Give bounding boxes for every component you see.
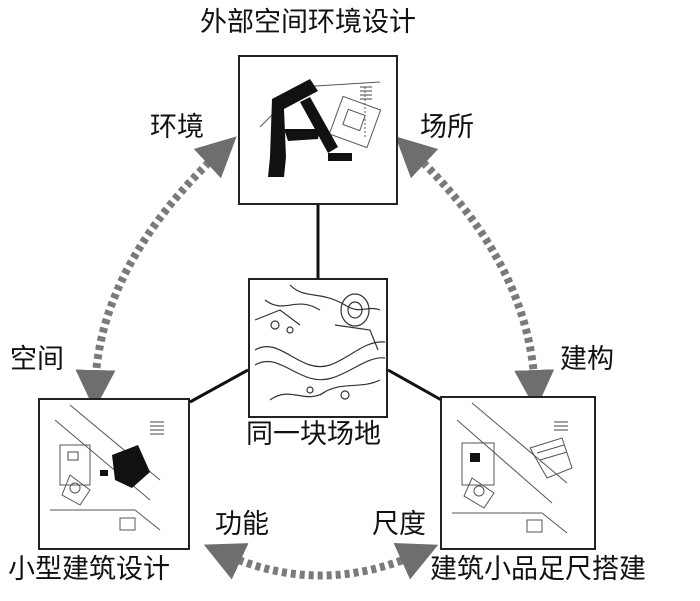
title-top: 外部空间环境设计 <box>200 7 416 38</box>
node-top-image <box>238 55 398 205</box>
node-center-image <box>248 278 388 418</box>
label-environment: 环境 <box>150 112 204 143</box>
building-plan-icon <box>50 404 164 531</box>
label-space: 空间 <box>10 344 64 375</box>
site-sketch-icon <box>254 284 386 401</box>
arrow-top-left <box>75 136 237 410</box>
arrow-left-right <box>203 542 439 580</box>
installation-plan-icon <box>452 402 573 534</box>
title-right: 建筑小品足尺搭建 <box>430 554 646 585</box>
node-right-image <box>440 396 596 550</box>
label-place: 场所 <box>420 112 474 143</box>
connector-left <box>189 368 249 404</box>
title-left: 小型建筑设计 <box>8 554 170 585</box>
label-scale: 尺度 <box>372 509 426 540</box>
node-left-image <box>38 398 190 550</box>
label-tectonics: 建构 <box>560 344 614 375</box>
arrow-top-right <box>395 136 555 410</box>
label-function: 功能 <box>215 509 269 540</box>
title-center: 同一块场地 <box>246 419 381 450</box>
site-plan-top-icon <box>259 79 382 177</box>
connector-right <box>387 368 446 404</box>
